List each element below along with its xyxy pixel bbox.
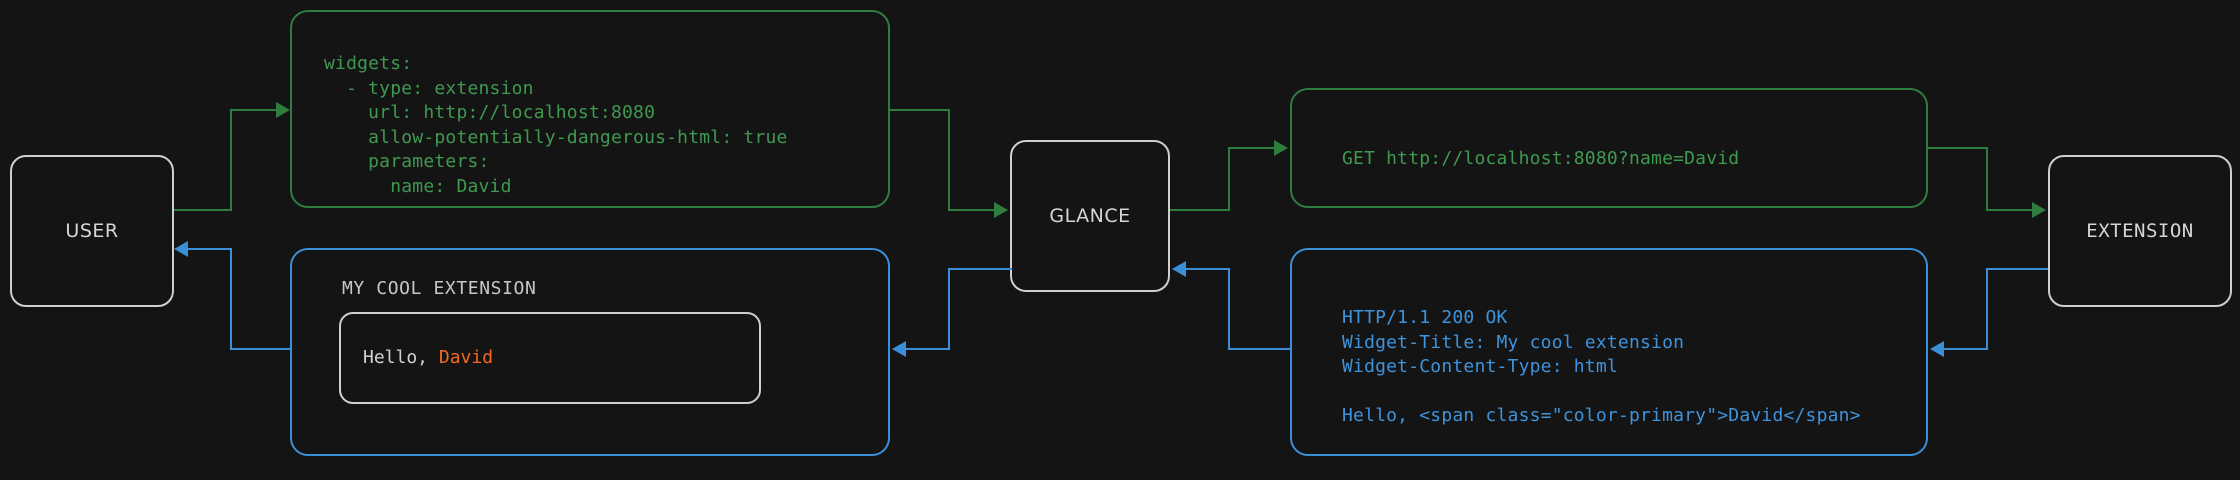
connector-widget-to-user-h1 <box>230 348 292 350</box>
widget-greeting-name: David <box>438 347 494 368</box>
connector-yaml-to-glance-h1 <box>890 109 950 111</box>
connector-glance-to-request-h2 <box>1228 147 1276 149</box>
connector-glance-to-widget-v <box>948 268 950 350</box>
http-request-text: GET http://localhost:8080?name=David <box>1342 148 1740 169</box>
node-user-label: USER <box>65 220 119 242</box>
connector-request-to-extension-h1 <box>1928 147 1988 149</box>
node-extension: EXTENSION <box>2048 155 2232 307</box>
node-glance: GLANCE <box>1010 140 1170 292</box>
arrowhead-user-to-yaml <box>276 102 290 118</box>
widget-content-box: Hello, David <box>339 312 761 404</box>
widget-greeting: Hello, David <box>363 347 493 368</box>
http-response-text: HTTP/1.1 200 OK Widget-Title: My cool ex… <box>1342 307 1861 426</box>
connector-glance-to-widget-h1 <box>948 268 1012 270</box>
connector-yaml-to-glance-v <box>948 109 950 211</box>
arrowhead-glance-to-widget <box>892 341 906 357</box>
connector-user-to-yaml-h1 <box>174 209 232 211</box>
arrowhead-glance-to-request <box>1274 140 1288 156</box>
node-glance-label: GLANCE <box>1049 205 1131 227</box>
connector-widget-to-user-v <box>230 248 232 350</box>
panel-http-response: HTTP/1.1 200 OK Widget-Title: My cool ex… <box>1290 248 1928 456</box>
arrowhead-response-to-glance <box>1172 261 1186 277</box>
connector-glance-to-request-h1 <box>1170 209 1230 211</box>
connector-yaml-to-glance-h2 <box>948 209 996 211</box>
connector-extension-to-response-h1 <box>1986 268 2048 270</box>
connector-glance-to-request-v <box>1228 147 1230 211</box>
panel-http-request: GET http://localhost:8080?name=David <box>1290 88 1928 208</box>
widget-greeting-prefix: Hello, <box>363 347 439 368</box>
arrowhead-widget-to-user <box>174 241 188 257</box>
node-extension-label: EXTENSION <box>2086 220 2194 242</box>
connector-extension-to-response-h2 <box>1944 348 1988 350</box>
connector-request-to-extension-h2 <box>1986 209 2034 211</box>
panel-rendered-widget: MY COOL EXTENSION Hello, David <box>290 248 890 456</box>
panel-yaml-config: widgets: - type: extension url: http://l… <box>290 10 890 208</box>
connector-response-to-glance-v <box>1228 268 1230 350</box>
connector-glance-to-widget-h2 <box>906 348 950 350</box>
arrowhead-extension-to-response <box>1930 341 1944 357</box>
widget-title: MY COOL EXTENSION <box>342 278 537 299</box>
connector-widget-to-user-h2 <box>188 248 232 250</box>
connector-user-to-yaml-v <box>230 109 232 211</box>
yaml-config-text: widgets: - type: extension url: http://l… <box>324 53 788 197</box>
arrowhead-request-to-extension <box>2032 202 2046 218</box>
node-user: USER <box>10 155 174 307</box>
connector-response-to-glance-h1 <box>1228 348 1290 350</box>
connector-response-to-glance-h2 <box>1186 268 1230 270</box>
arrowhead-yaml-to-glance <box>994 202 1008 218</box>
connector-user-to-yaml-h2 <box>230 109 278 111</box>
connector-extension-to-response-v <box>1986 268 1988 350</box>
connector-request-to-extension-v <box>1986 147 1988 211</box>
